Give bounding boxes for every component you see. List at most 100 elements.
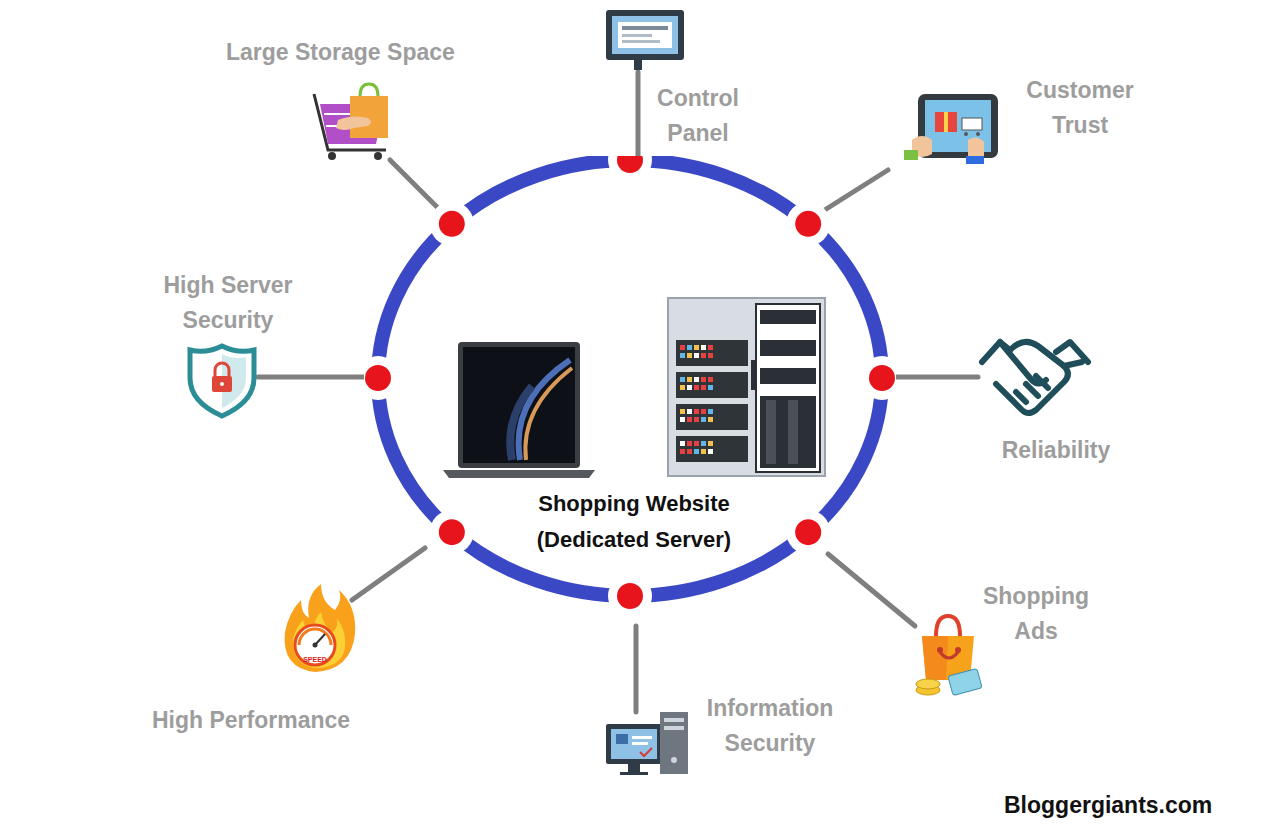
server-led <box>680 441 685 446</box>
server-led <box>687 449 692 454</box>
server-led <box>687 385 692 390</box>
server-led <box>694 449 699 454</box>
tablet-shop-icon <box>944 112 948 132</box>
ring-dot <box>617 156 643 173</box>
cart-icon <box>328 152 336 160</box>
server-led <box>708 385 713 390</box>
speed-flame-icon <box>295 625 335 665</box>
tablet-shop-icon <box>904 150 918 160</box>
ring-dot <box>795 519 821 545</box>
server-led <box>680 377 685 382</box>
feature-label: High Server Security <box>150 268 306 338</box>
server-led <box>687 353 692 358</box>
feature-label: Information Security <box>692 691 848 761</box>
server-rack-illustration <box>668 298 825 476</box>
tablet-shop-icon <box>935 112 957 132</box>
computer-icon <box>606 712 688 775</box>
computer-icon <box>606 724 662 764</box>
ring-gap <box>430 510 474 554</box>
shield-icon <box>215 363 229 376</box>
ring-gap <box>608 574 652 618</box>
monitor-icon <box>606 10 684 70</box>
monitor-icon <box>622 34 652 37</box>
server-led <box>694 345 699 350</box>
ring-ellipse <box>378 160 882 596</box>
center-title: Shopping Website (Dedicated Server) <box>509 486 759 558</box>
handshake-icon <box>1064 362 1082 366</box>
cart-icon <box>336 116 371 130</box>
server-rack-illustration <box>788 400 798 464</box>
laptop-illustration <box>458 342 580 468</box>
leader-lines <box>258 72 978 712</box>
server-led <box>687 441 692 446</box>
ring-dot <box>869 365 895 391</box>
speed-flame-icon <box>293 612 345 668</box>
handshake-icon <box>1036 376 1048 388</box>
server-led <box>680 409 685 414</box>
feature-label: High Performance <box>152 703 422 738</box>
server-led <box>708 353 713 358</box>
server-rack-illustration <box>760 340 816 356</box>
server-led <box>694 417 699 422</box>
server-led <box>687 417 692 422</box>
server-led <box>680 385 685 390</box>
computer-icon <box>664 726 684 730</box>
feature-label: Shopping Ads <box>966 579 1106 649</box>
server-led <box>708 441 713 446</box>
server-led <box>687 345 692 350</box>
cart-icon <box>374 152 382 160</box>
server-led <box>680 345 685 350</box>
computer-icon <box>611 729 657 759</box>
server-leds <box>680 345 713 454</box>
server-rack-illustration <box>760 310 816 324</box>
server-led <box>701 345 706 350</box>
leader-lines <box>352 548 425 600</box>
server-led <box>701 441 706 446</box>
computer-icon <box>664 718 684 722</box>
cart-icon <box>360 84 378 96</box>
shopping-bag-icon <box>936 616 960 636</box>
server-led <box>708 417 713 422</box>
tablet-shop-icon <box>976 132 980 136</box>
ring-gap <box>430 202 474 246</box>
server-units <box>676 436 748 462</box>
cart-icon <box>314 84 388 160</box>
handshake-icon <box>1026 384 1038 396</box>
computer-icon <box>616 734 628 744</box>
watermark: Bloggergiants.com <box>1004 788 1254 823</box>
tablet-shop-icon <box>966 156 984 164</box>
computer-icon <box>632 742 648 745</box>
server-led <box>687 409 692 414</box>
handshake-icon <box>1056 342 1088 362</box>
server-led <box>687 377 692 382</box>
leader-lines <box>895 375 978 380</box>
server-led <box>680 449 685 454</box>
shopping-bag-icon <box>948 668 982 695</box>
server-units <box>676 372 748 398</box>
ring-gap <box>364 356 400 400</box>
computer-icon <box>628 764 640 772</box>
speed-badge: SPEED <box>295 655 335 664</box>
monitor-icon <box>606 10 684 60</box>
shopping-bag-icon <box>940 652 958 658</box>
ring-gap <box>608 156 652 182</box>
feature-label: Large Storage Space <box>226 35 516 70</box>
feature-label: Customer Trust <box>1012 73 1148 143</box>
computer-icon <box>671 757 677 763</box>
server-led <box>680 353 685 358</box>
server-rack-illustration <box>668 298 825 476</box>
server-led <box>701 377 706 382</box>
shield-icon <box>212 376 232 392</box>
tablet-shop-icon <box>964 132 968 136</box>
ring-dot <box>795 211 821 237</box>
ring-dot <box>365 365 391 391</box>
server-led <box>701 417 706 422</box>
laptop-illustration <box>463 347 575 463</box>
ring-dot <box>617 583 643 609</box>
server-led <box>708 449 713 454</box>
leader-lines <box>636 72 641 160</box>
monitor-icon <box>634 60 642 70</box>
computer-icon <box>632 736 652 739</box>
tablet-shop-icon <box>962 118 982 130</box>
ring-node: Shopping Website (Dedicated Server) <box>364 156 896 628</box>
